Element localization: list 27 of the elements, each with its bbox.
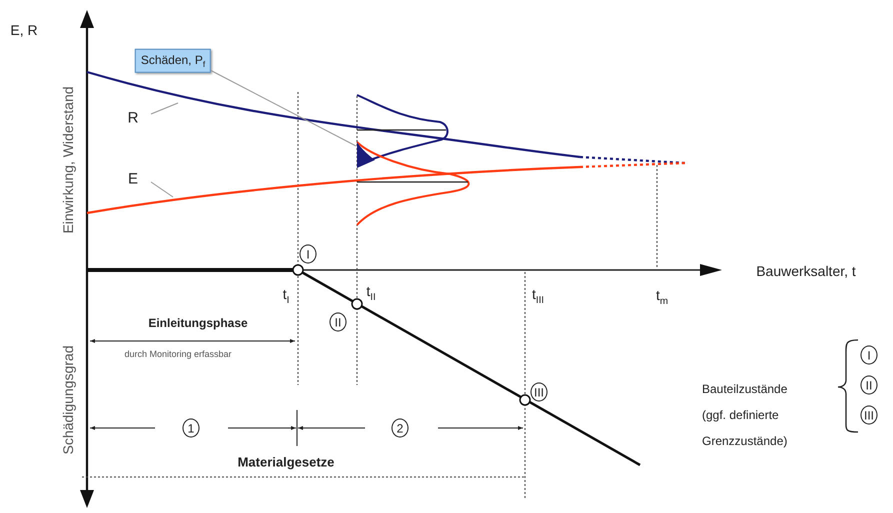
- leader-line: [210, 70, 356, 146]
- time-mark: t$_{II}$: [366, 283, 376, 303]
- curve-label: E: [128, 170, 138, 188]
- callout-box: Schäden, P$_{f}$: [134, 48, 212, 74]
- curve-label: R: [128, 110, 138, 126]
- state-number: I: [860, 346, 878, 364]
- legend-text: Bauteilzustände (ggf. definierte Grenzzustände): [702, 381, 788, 450]
- axis-title: Bauwerksalter, t: [756, 263, 856, 279]
- time-mark: t$_{m}$: [656, 287, 668, 307]
- dimension-label: Materialgesetze: [238, 454, 334, 470]
- failure-area: [357, 142, 375, 168]
- note: durch Monitoring erfassbar: [124, 349, 232, 359]
- axis-title: Schädigungsgrad: [60, 346, 76, 454]
- leader-line: [150, 102, 178, 114]
- phase-number: 1: [182, 418, 200, 438]
- phase-number: 2: [392, 418, 408, 438]
- state-number: III: [530, 382, 548, 402]
- phase-label: Einleitungsphase: [148, 316, 248, 330]
- state-number: III: [860, 406, 878, 424]
- state-number: II: [330, 312, 346, 332]
- time-mark: t$_{I}$: [282, 286, 290, 306]
- time-mark: t$_{III}$: [532, 286, 544, 306]
- state-number: I: [300, 244, 316, 264]
- leader-line: [150, 182, 174, 198]
- axis-title: E, R: [10, 22, 38, 38]
- axis-title: Einwirkung, Widerstand: [60, 86, 76, 234]
- state-number: II: [860, 376, 878, 394]
